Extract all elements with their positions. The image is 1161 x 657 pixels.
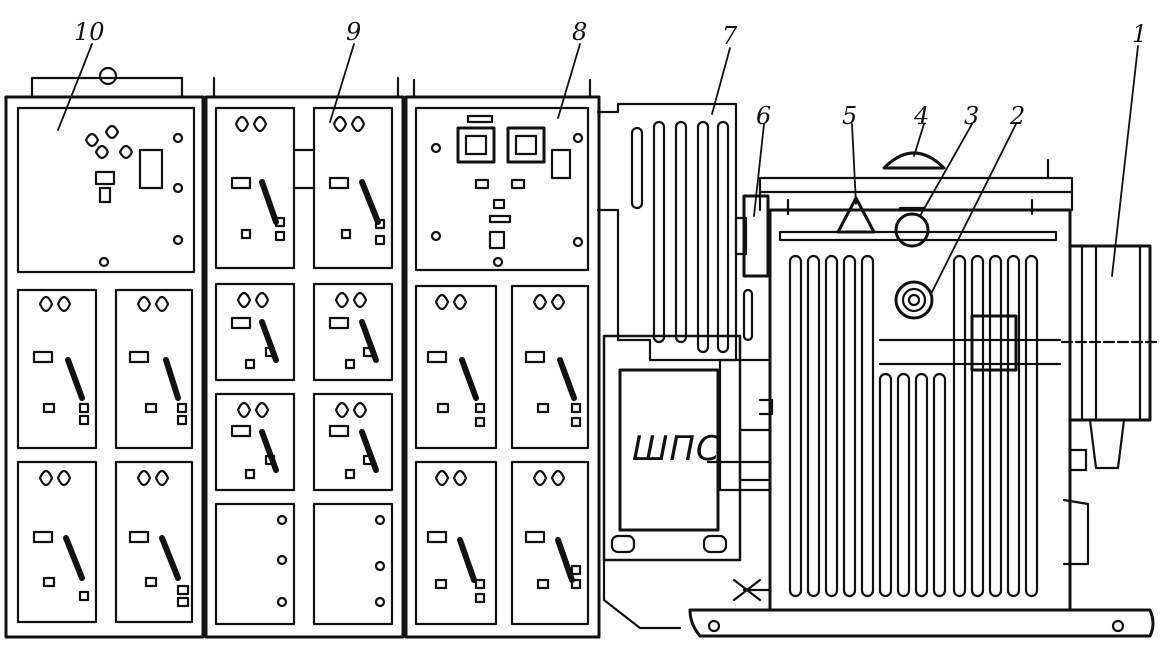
shps-label: ШПС: [632, 429, 721, 469]
breaker-module: [114, 460, 194, 624]
transformer: [688, 151, 1161, 638]
callout-7: 7: [722, 22, 738, 50]
breaker-module: [16, 288, 98, 450]
callout-1: 1: [1132, 20, 1147, 48]
callout-10: 10: [74, 18, 105, 46]
callout-5: 5: [842, 102, 857, 130]
cabinet-9: [204, 76, 405, 639]
callout-labels: 1 2 3 4 5 6 7 8 9 10 ШПС: [74, 18, 1147, 469]
leader-lines: [57, 43, 1139, 293]
cabinet-10: [4, 66, 205, 639]
item-7-housing: [596, 102, 754, 362]
callout-2: 2: [1009, 102, 1025, 130]
callout-9: 9: [346, 18, 361, 46]
breaker-module: [16, 460, 98, 624]
callout-4: 4: [913, 102, 929, 130]
cabinet-8: [404, 78, 601, 639]
callout-3: 3: [964, 102, 979, 130]
shps-box: [602, 334, 774, 630]
breaker-module: [114, 288, 194, 450]
callout-6: 6: [756, 102, 771, 130]
callout-8: 8: [572, 18, 587, 46]
